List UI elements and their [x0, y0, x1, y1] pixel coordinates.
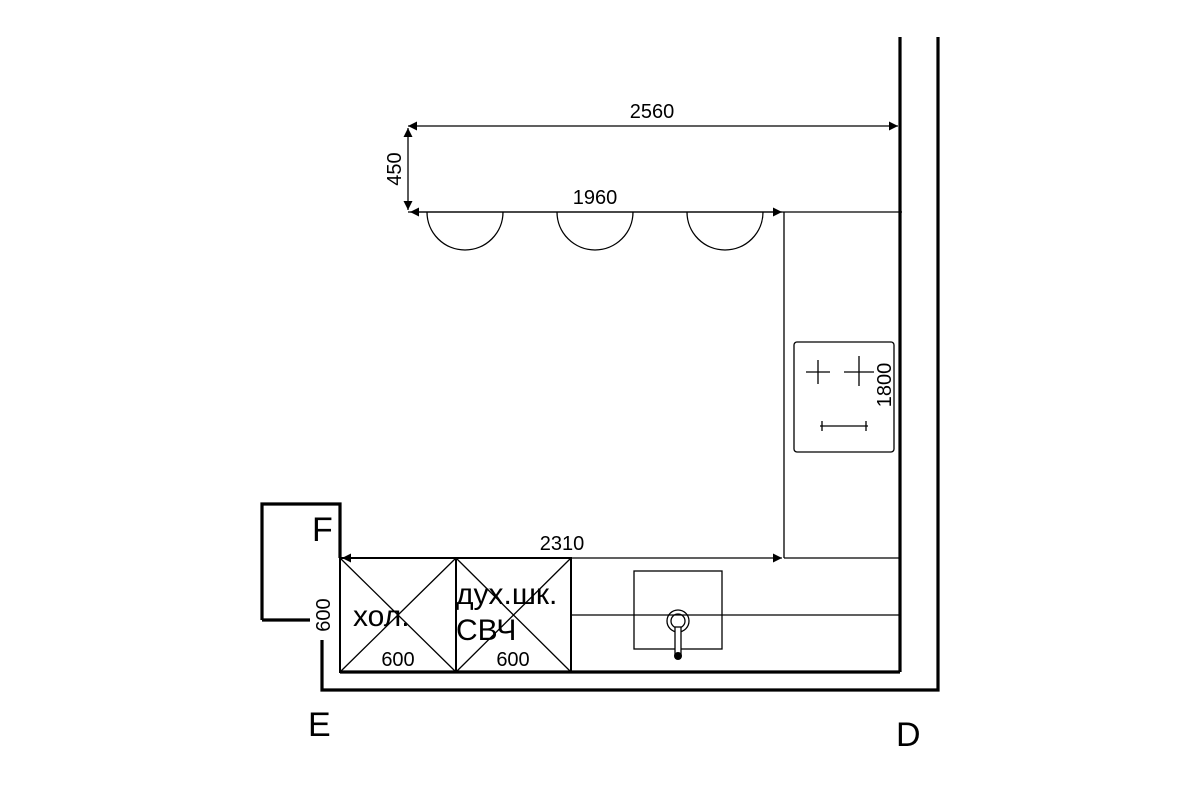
ceiling-lights — [426, 211, 764, 251]
dimension-2560: 2560 — [630, 101, 675, 123]
oven-width: 600 — [496, 649, 529, 671]
light-2 — [556, 211, 634, 251]
oven-label-line2: СВЧ — [456, 614, 516, 647]
corner-label-e: E — [308, 706, 331, 744]
dimension-1800: 1800 — [874, 363, 896, 408]
corner-label-f: F — [312, 511, 333, 549]
top-dimensions: 2560 1960 450 — [384, 101, 902, 217]
fridge-width: 600 — [381, 649, 414, 671]
dimension-2310: 2310 — [540, 533, 585, 555]
bottom-counter: 2310 хол. 600 дух.шк. СВЧ 600 600 — [313, 533, 900, 673]
oven-label-line1: дух.шк. — [456, 578, 557, 611]
outer-wall — [320, 37, 940, 692]
cooktop — [793, 341, 895, 453]
burner-3 — [820, 421, 868, 431]
right-counter: 1800 — [783, 212, 900, 559]
corner-label-d: D — [896, 716, 921, 754]
sink-drain-inner — [670, 613, 686, 629]
column-block — [260, 502, 342, 620]
dimension-450: 450 — [384, 152, 406, 185]
room-walls — [260, 37, 940, 692]
burner-2 — [844, 356, 874, 386]
oven-cross — [455, 557, 572, 673]
faucet-neck — [674, 626, 682, 656]
burner-1 — [806, 360, 830, 384]
left-depth-dimension: 600 — [313, 598, 335, 631]
dimension-1960: 1960 — [573, 187, 618, 209]
fridge-label: хол. — [353, 600, 410, 633]
faucet-base — [674, 652, 682, 660]
fridge-cross — [339, 557, 457, 673]
light-1 — [426, 211, 504, 251]
light-3 — [686, 211, 764, 251]
oven-box — [455, 557, 572, 673]
